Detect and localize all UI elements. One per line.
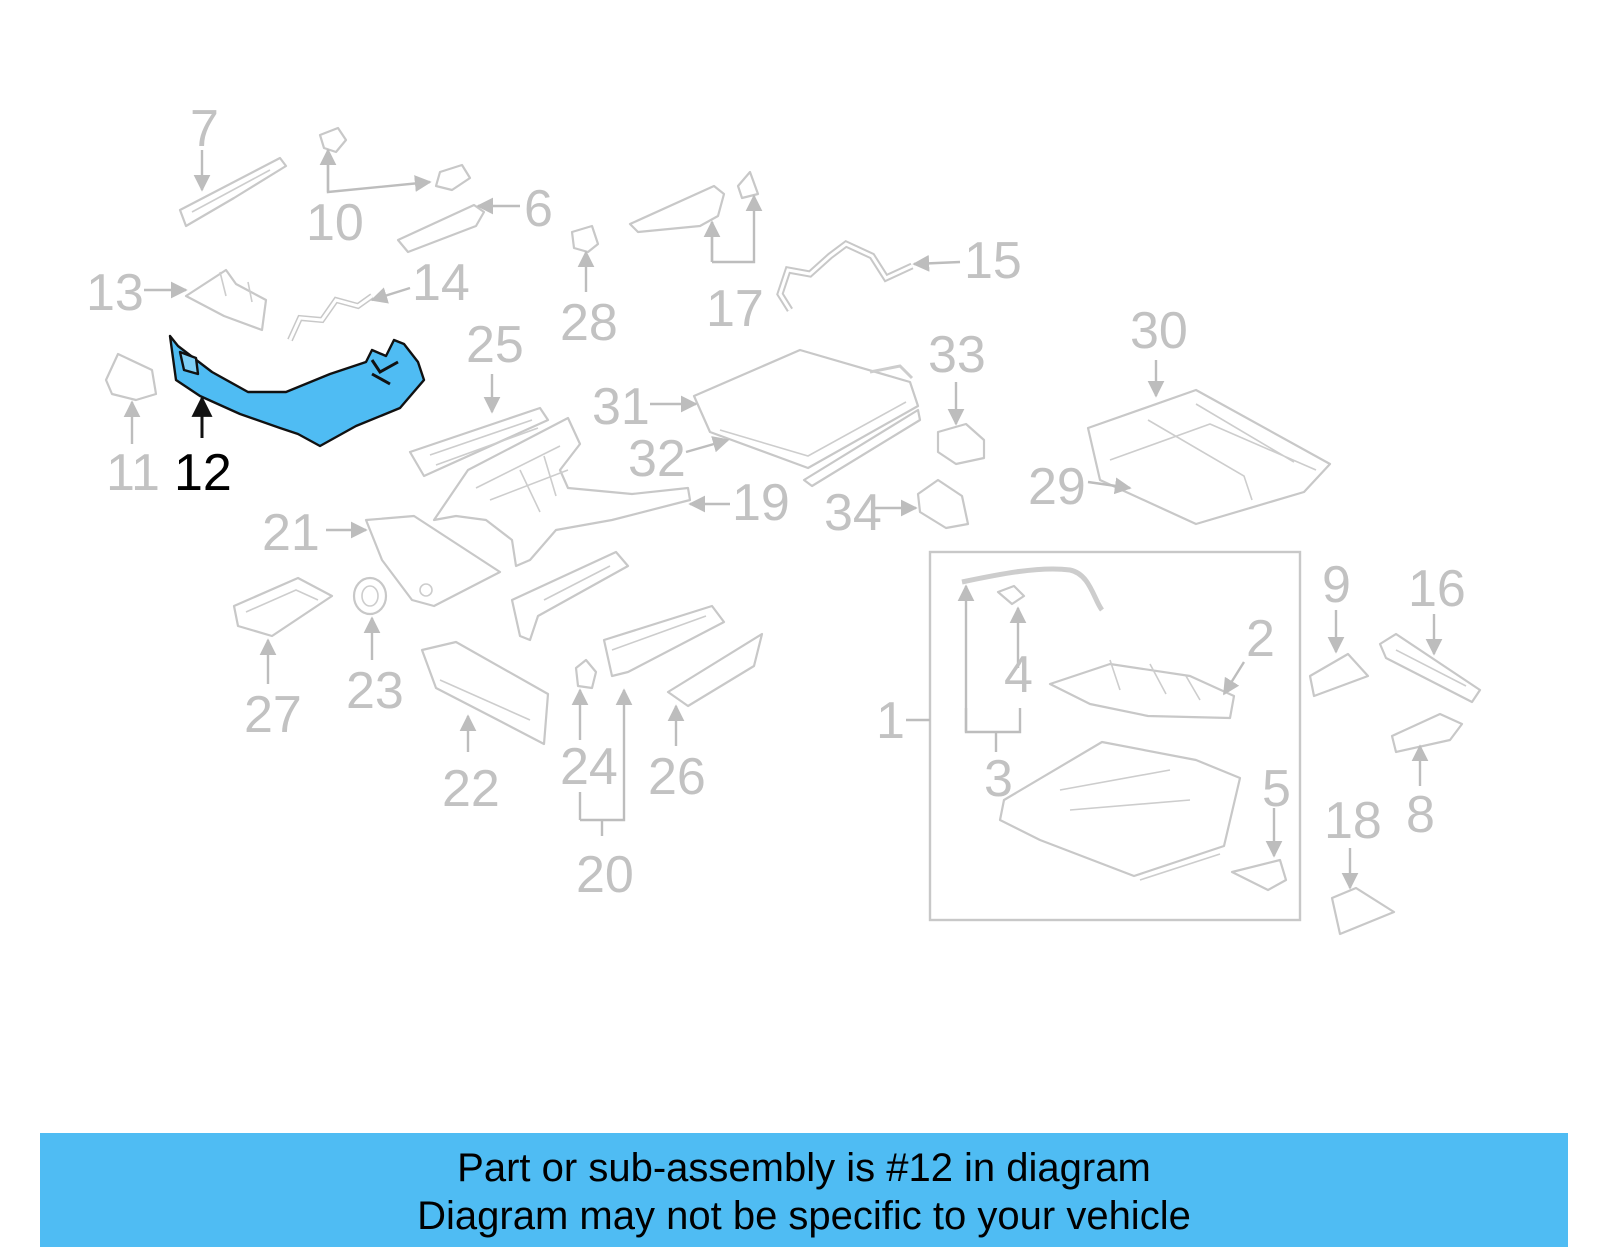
part-17-handle — [628, 170, 760, 234]
callout-26: 26 — [648, 748, 706, 806]
callout-25: 25 — [466, 316, 524, 374]
part-12-highlighted-trim — [168, 334, 426, 448]
part-7-rail — [178, 156, 288, 228]
assembly-box-1 — [928, 550, 1302, 922]
callout-8: 8 — [1406, 786, 1435, 844]
part-27-tray — [232, 576, 334, 638]
callout-6: 6 — [524, 180, 553, 238]
callout-15: 15 — [964, 232, 1022, 290]
callout-16: 16 — [1408, 560, 1466, 618]
part-25-grille — [408, 406, 550, 478]
callout-34: 34 — [824, 484, 882, 542]
callout-20: 20 — [576, 846, 634, 904]
leader-lines — [123, 148, 1443, 890]
part-8-cover — [1390, 712, 1464, 754]
callout-19: 19 — [732, 474, 790, 532]
callout-27: 27 — [244, 686, 302, 744]
part-23-grommet — [352, 576, 388, 616]
banner-line-disclaimer: Diagram may not be specific to your vehi… — [417, 1194, 1191, 1238]
callout-9: 9 — [1322, 556, 1351, 614]
callout-14: 14 — [412, 254, 470, 312]
callout-29: 29 — [1028, 458, 1086, 516]
part-32-mat — [802, 408, 922, 488]
callout-21: 21 — [262, 504, 320, 562]
part-34-bracket — [916, 478, 970, 530]
callout-12-highlighted: 12 — [174, 444, 232, 502]
callout-30: 30 — [1130, 302, 1188, 360]
callout-22: 22 — [442, 760, 500, 818]
part-20-track — [510, 550, 726, 678]
part-24-clip — [574, 658, 598, 690]
callout-24: 24 — [560, 738, 618, 796]
callout-18: 18 — [1324, 792, 1382, 850]
part-33-module — [936, 422, 986, 466]
part-28-clip — [570, 224, 600, 254]
callout-7: 7 — [190, 100, 219, 158]
callout-5: 5 — [1262, 760, 1291, 818]
banner-line-part-number: Part or sub-assembly is #12 in diagram — [457, 1146, 1151, 1190]
part-14-wire — [287, 293, 374, 342]
part-10-clips — [318, 126, 472, 192]
callout-11: 11 — [106, 444, 160, 502]
part-22-cover — [420, 640, 550, 746]
callout-28: 28 — [560, 294, 618, 352]
part-15-cable — [776, 239, 914, 312]
callout-2: 2 — [1246, 610, 1275, 668]
callout-17: 17 — [706, 280, 764, 338]
callout-13: 13 — [86, 264, 144, 322]
part-18-block — [1330, 886, 1396, 936]
callout-3: 3 — [984, 750, 1013, 808]
callout-31: 31 — [592, 378, 650, 436]
callout-1: 1 — [876, 692, 905, 750]
part-13-bracket — [184, 268, 268, 332]
callout-4: 4 — [1004, 646, 1033, 704]
part-21-panel — [364, 514, 502, 608]
callout-32: 32 — [628, 430, 686, 488]
part-11-bracket — [104, 352, 158, 402]
part-26-trim — [666, 632, 764, 708]
callout-labels: 7 10 6 13 14 15 28 17 25 33 30 31 32 11 … — [86, 100, 1466, 904]
part-31-pad — [692, 348, 920, 470]
callout-10: 10 — [306, 194, 364, 252]
info-banner: Part or sub-assembly is #12 in diagram D… — [40, 1133, 1568, 1247]
part-16-rail — [1378, 632, 1482, 704]
part-30-cushion — [1086, 388, 1332, 526]
part-6-trim — [396, 203, 486, 254]
callout-23: 23 — [346, 662, 404, 720]
part-9-cover — [1308, 652, 1370, 698]
callout-33: 33 — [928, 326, 986, 384]
